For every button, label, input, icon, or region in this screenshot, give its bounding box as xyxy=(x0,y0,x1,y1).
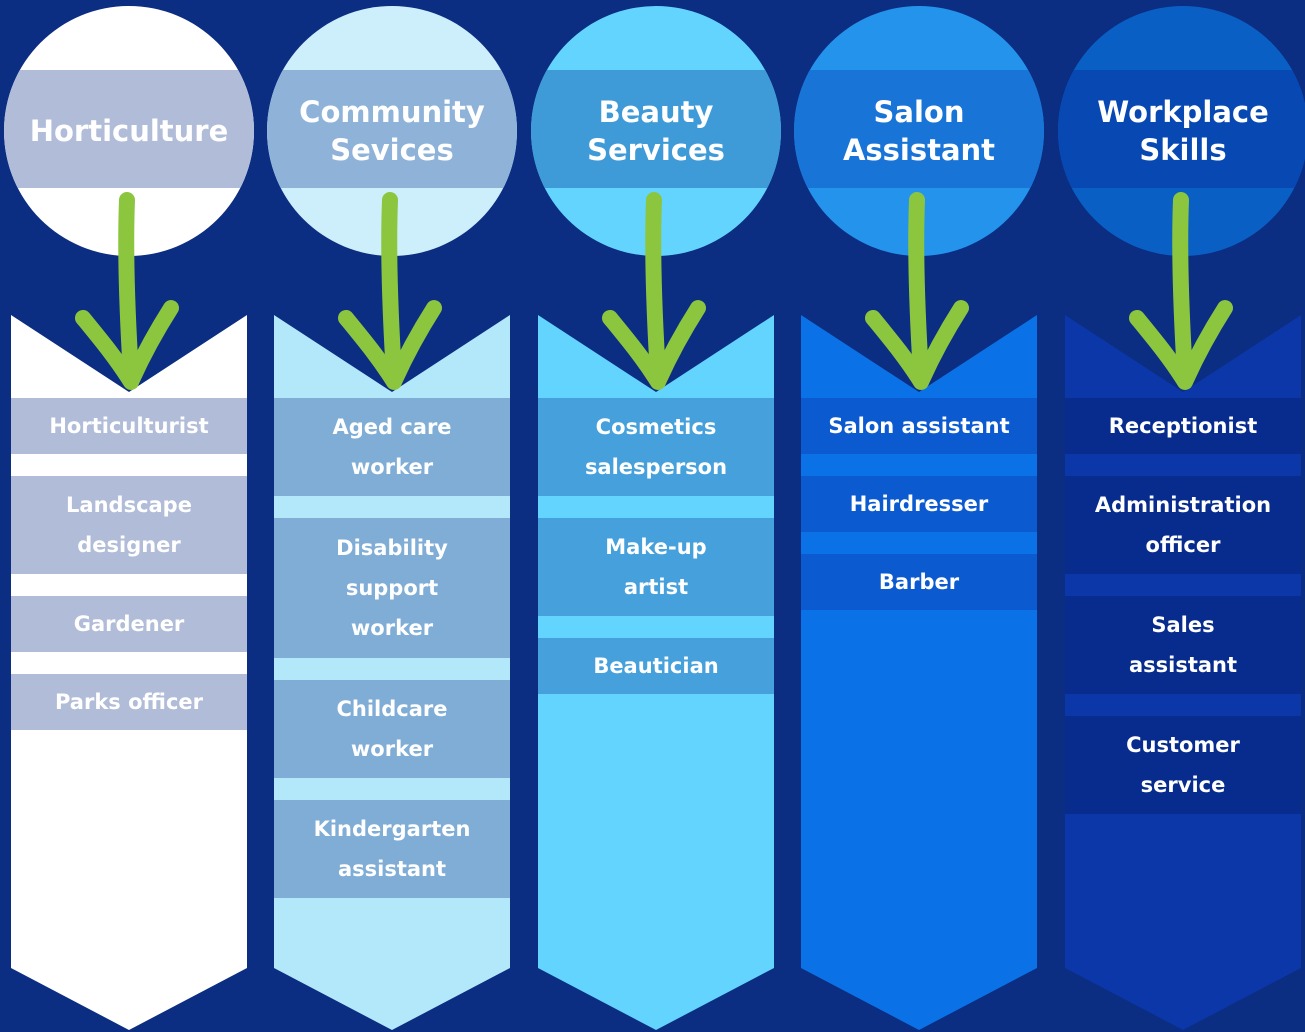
occupation-item: Receptionist xyxy=(1065,398,1301,454)
arrow-shaft xyxy=(908,192,929,383)
occupation-item: Landscape designer xyxy=(11,476,247,574)
arrow-head xyxy=(602,300,706,390)
down-arrow-icon xyxy=(338,192,442,390)
category-title-band: Community Sevices xyxy=(267,70,517,188)
arrow-shaft xyxy=(645,192,666,383)
occupation-item: Administration officer xyxy=(1065,476,1301,574)
category-title: Workplace Skills xyxy=(1097,95,1269,167)
occupation-item: Barber xyxy=(801,554,1037,610)
occupation-item: Beautician xyxy=(538,638,774,694)
category-title: Salon Assistant xyxy=(842,95,996,167)
occupation-item: Sales assistant xyxy=(1065,596,1301,694)
arrow-head xyxy=(865,300,969,390)
down-arrow-icon xyxy=(1129,192,1233,390)
category-circle: Beauty Services xyxy=(531,6,781,256)
down-arrow-icon xyxy=(602,192,706,390)
category-circle: Horticulture xyxy=(4,6,254,256)
down-arrow-icon xyxy=(75,192,179,390)
category-title-band: Horticulture xyxy=(4,70,254,188)
occupation-item: Childcare worker xyxy=(274,680,510,778)
arrow-shaft xyxy=(1172,192,1193,383)
arrow-shaft xyxy=(118,192,139,383)
arrow-head xyxy=(1129,300,1233,390)
category-title: Horticulture xyxy=(29,114,229,148)
occupation-item: Hairdresser xyxy=(801,476,1037,532)
occupation-item: Salon assistant xyxy=(801,398,1037,454)
category-title-band: Beauty Services xyxy=(531,70,781,188)
category-title-band: Workplace Skills xyxy=(1058,70,1305,188)
arrow-head xyxy=(75,300,179,390)
occupation-item: Cosmetics salesperson xyxy=(538,398,774,496)
category-title: Beauty Services xyxy=(587,95,725,167)
occupation-item: Aged care worker xyxy=(274,398,510,496)
down-arrow-icon xyxy=(865,192,969,390)
arrow-head xyxy=(338,300,442,390)
arrow-shaft xyxy=(381,192,402,383)
occupation-item: Customer service xyxy=(1065,716,1301,814)
occupation-item: Make-up artist xyxy=(538,518,774,616)
occupation-item: Horticulturist xyxy=(11,398,247,454)
occupation-item: Kindergarten assistant xyxy=(274,800,510,898)
category-title: Community Sevices xyxy=(299,95,485,167)
category-title-band: Salon Assistant xyxy=(794,70,1044,188)
occupation-item: Gardener xyxy=(11,596,247,652)
occupation-item: Parks officer xyxy=(11,674,247,730)
occupation-item: Disability support worker xyxy=(274,518,510,658)
